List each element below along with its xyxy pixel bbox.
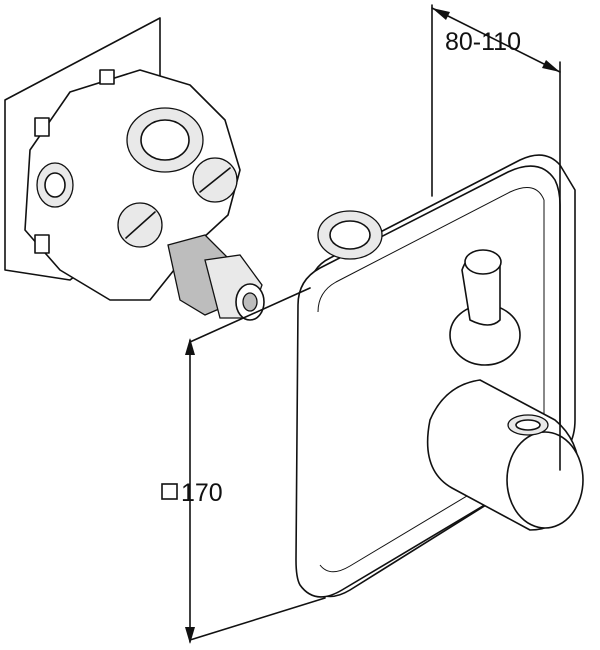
depth-dimension-label: 80-110 <box>445 28 521 56</box>
size-dimension <box>161 287 326 644</box>
diverter-knob <box>449 249 521 366</box>
depth-dimension <box>431 4 561 471</box>
thermostatic-handle <box>426 379 584 531</box>
size-dimension-label: 170 <box>181 479 223 507</box>
valve-body <box>24 69 265 321</box>
square-symbol-icon <box>161 483 178 500</box>
